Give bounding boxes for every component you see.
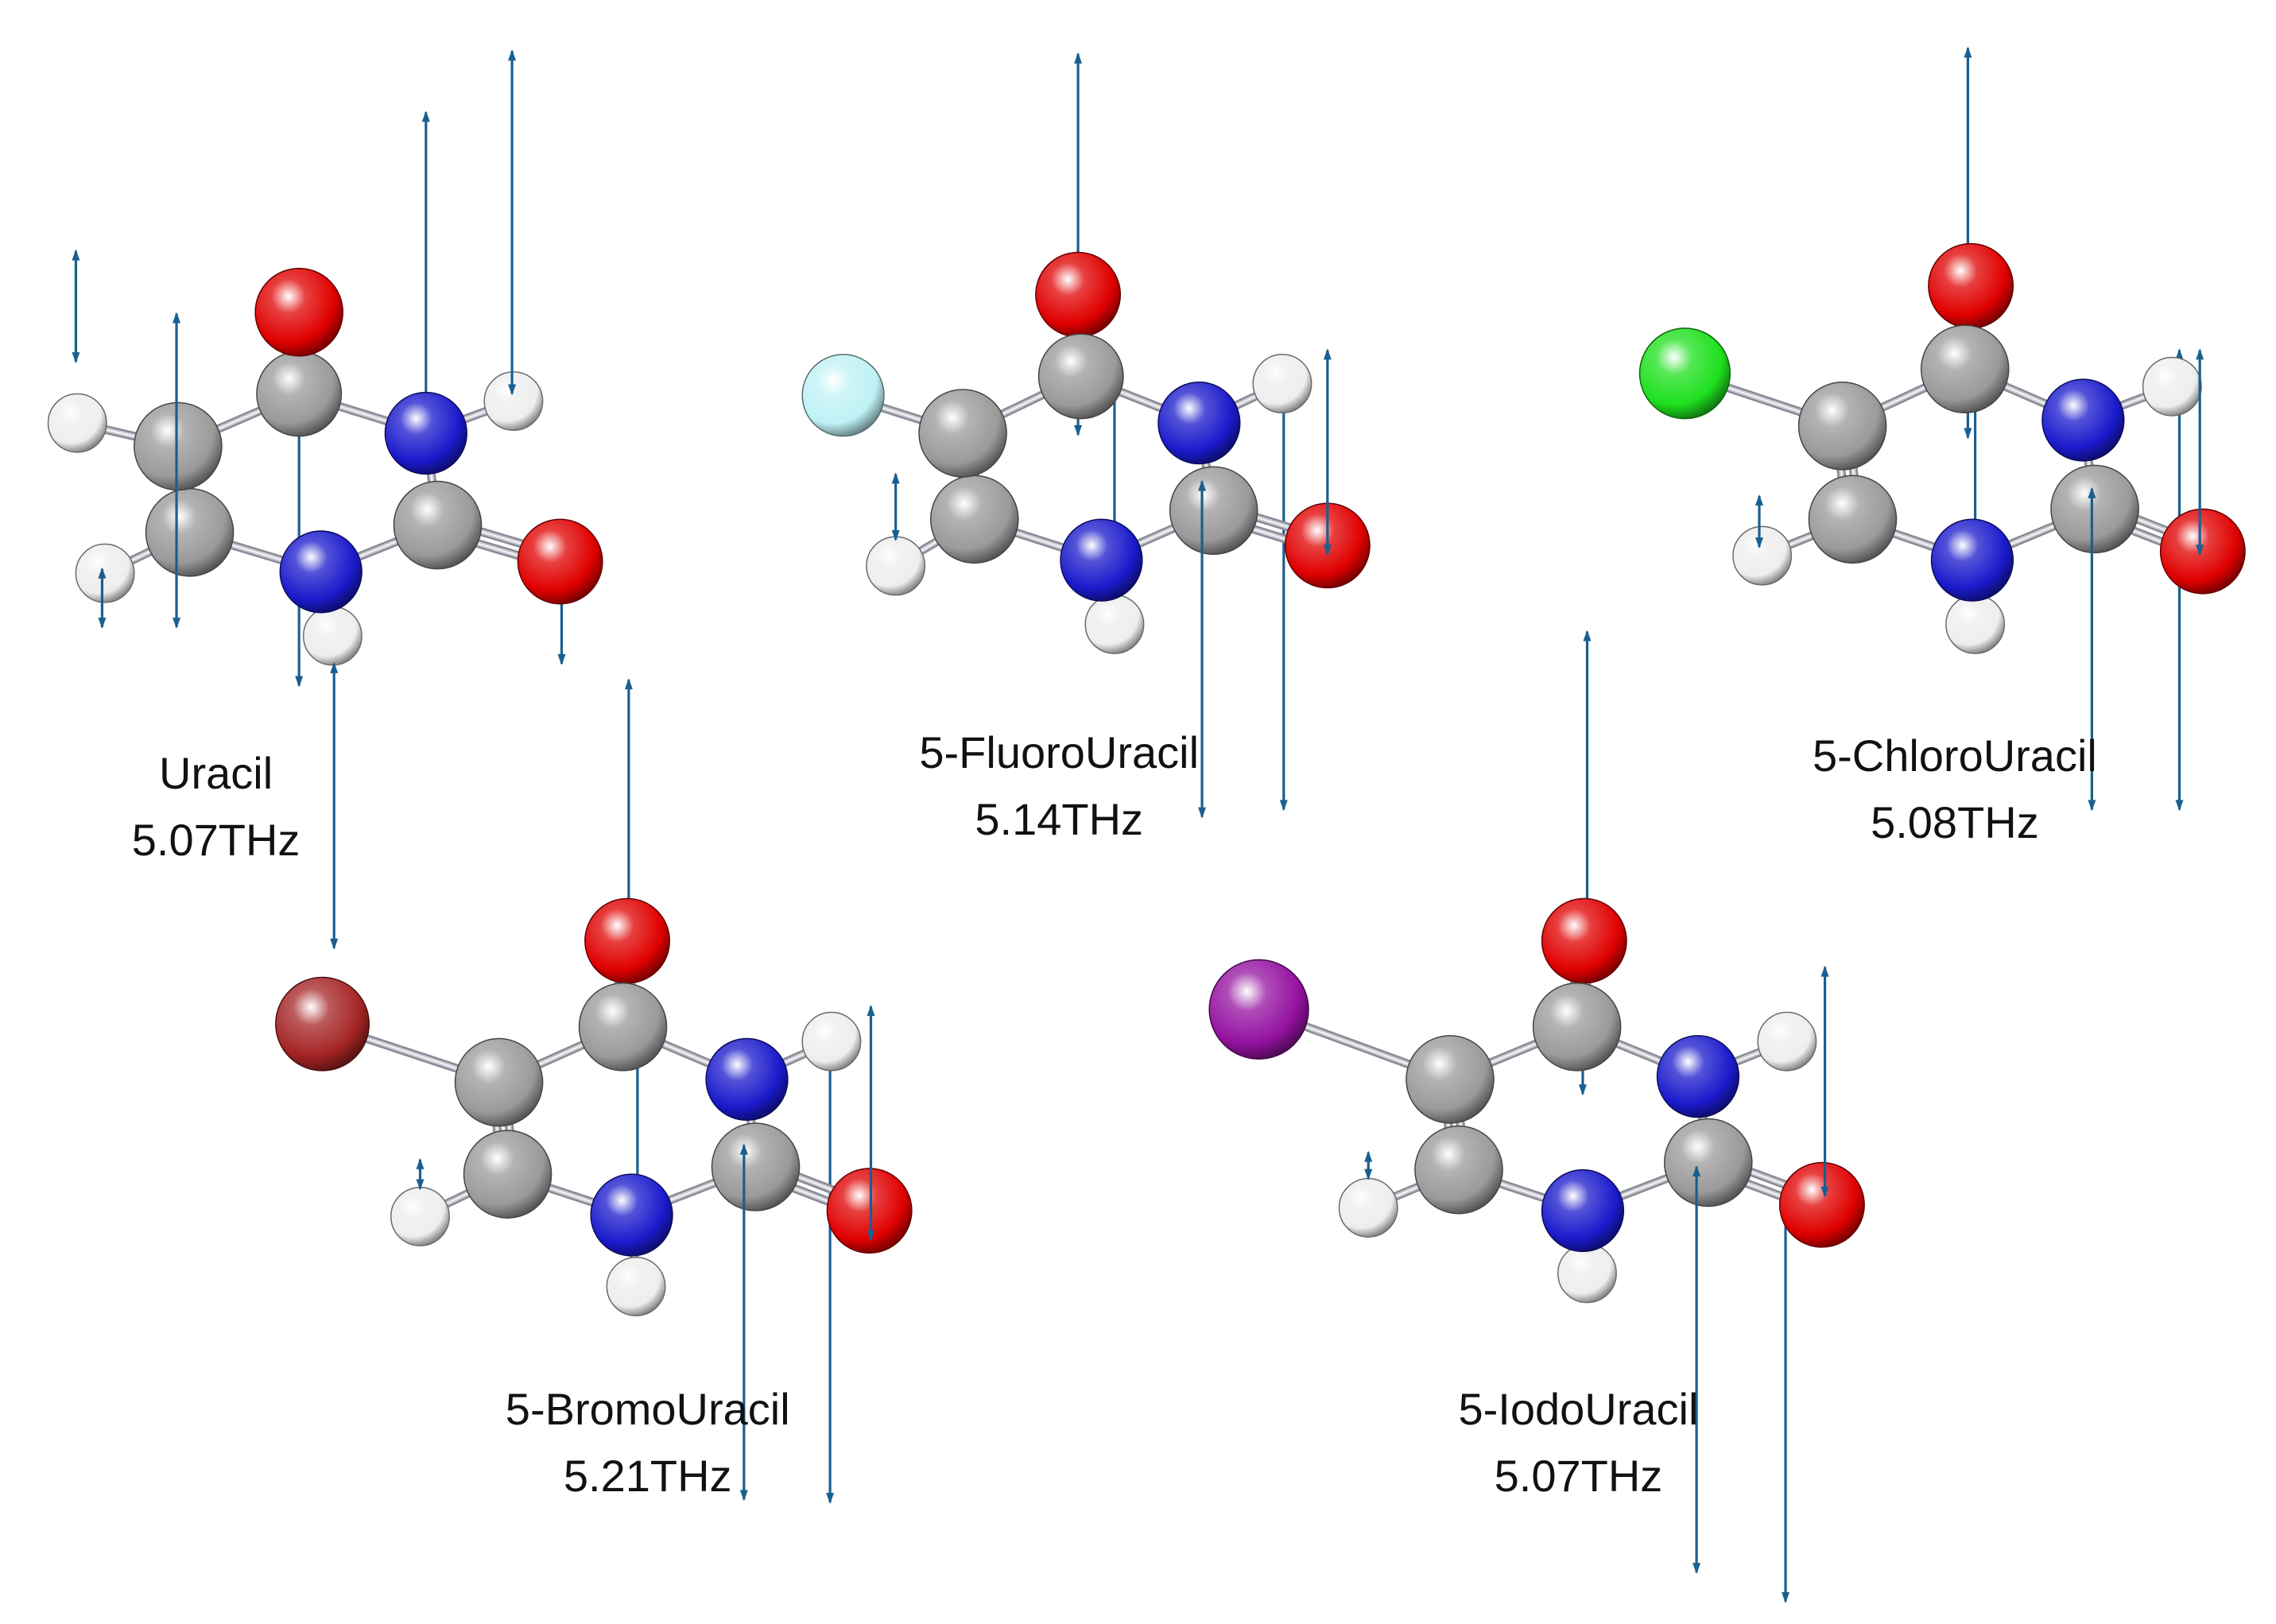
oxygen-atom [1541,897,1627,984]
molecule-frequency: 5.14THz [975,793,1144,844]
nitrogen-atom [590,1173,673,1257]
molecule-fluoro [801,251,1371,654]
carbon-atom [1663,1118,1753,1207]
hydrogen-atom [1945,594,2006,654]
hydrogen-atom [801,1011,862,1072]
carbon-atom [454,1037,544,1127]
oxygen-atom [584,897,671,984]
carbon-atom [1406,1035,1495,1124]
oxygen-atom [826,1168,913,1254]
nitrogen-atom [1930,518,2014,602]
oxygen-atom [1778,1161,1865,1248]
vectors-front-chloro [1755,348,2204,812]
hydrogen-atom [1338,1177,1398,1238]
oxygen-atom [1035,251,1122,338]
hydrogen-atom [1757,1011,1817,1072]
bromine-atom [275,976,370,1072]
carbon-atom [393,480,483,570]
carbon-atom [2050,464,2139,554]
oxygen-atom [517,518,603,605]
vectors-front-bromo [416,1005,875,1502]
hydrogen-atom [1557,1243,1617,1304]
nitrogen-atom [1656,1035,1740,1118]
carbon-atom [145,487,235,577]
molecule-name: Uracil [159,747,273,798]
nitrogen-atom [705,1037,789,1122]
caption-bromouracil: 5-BromoUracil 5.21THz [370,1376,926,1510]
molecule-name: 5-BromoUracil [505,1383,790,1434]
nitrogen-atom [279,530,363,614]
nitrogen-atom [384,391,467,475]
nitrogen-atom [2041,378,2125,462]
carbon-atom [1169,466,1258,556]
molecule-chloro [1638,242,2246,654]
molecule-uracil [47,267,603,666]
molecule-name: 5-FluoroUracil [919,727,1200,777]
vectors-front-iodo [1364,965,1829,1575]
carbon-atom [1037,333,1124,420]
nitrogen-atom [1060,518,1143,602]
molecule-iodo [1208,897,1865,1304]
hydrogen-atom [606,1257,666,1316]
caption-chlorouracil: 5-ChloroUracil 5.08THz [1677,723,2233,856]
hydrogen-atom [483,371,544,432]
oxygen-atom [2159,508,2246,595]
hydrogen-atom [75,543,135,603]
oxygen-atom [1928,242,2014,329]
hydrogen-atom [47,393,107,453]
carbon-atom [711,1122,801,1211]
carbon-atom [1532,983,1622,1072]
carbon-atom [578,983,668,1072]
iodine-atom [1208,959,1309,1060]
hydrogen-atom [866,536,926,596]
molecule-frequency: 5.08THz [1871,796,2039,847]
molecule-name: 5-IodoUracil [1458,1383,1699,1434]
vectors-front-fluoro [891,348,1332,819]
carbon-atom [463,1130,553,1219]
molecule-frequency: 5.07THz [131,814,300,865]
chlorine-atom [1638,328,1731,420]
molecule-frequency: 5.07THz [1494,1450,1663,1501]
oxygen-atom [254,267,343,357]
carbon-atom [256,351,343,437]
fluorine-atom [801,354,885,437]
caption-uracil: Uracil 5.07THz [0,740,494,874]
carbon-atom [1808,475,1898,564]
caption-iodouracil: 5-IodoUracil 5.07THz [1300,1376,1856,1510]
molecule-bromo [275,897,913,1316]
carbon-atom [1414,1125,1503,1215]
hydrogen-atom [1252,354,1312,414]
carbon-atom [134,401,223,491]
molecule-name: 5-ChloroUracil [1812,730,2097,781]
vectors-front-uracil [98,49,517,950]
hydrogen-atom [390,1186,450,1246]
hydrogen-atom [1084,594,1145,654]
hydrogen-atom [302,606,363,666]
hydrogen-atom [1732,525,1793,586]
molecule-frequency: 5.21THz [563,1450,732,1501]
hydrogen-atom [2142,356,2202,417]
caption-fluorouracil: 5-FluoroUracil 5.14THz [781,719,1337,853]
nitrogen-atom [1541,1169,1625,1253]
carbon-atom [1920,324,2010,414]
carbon-atom [1797,382,1887,471]
nitrogen-atom [1157,382,1241,465]
carbon-atom [918,389,1007,478]
carbon-atom [929,475,1019,564]
